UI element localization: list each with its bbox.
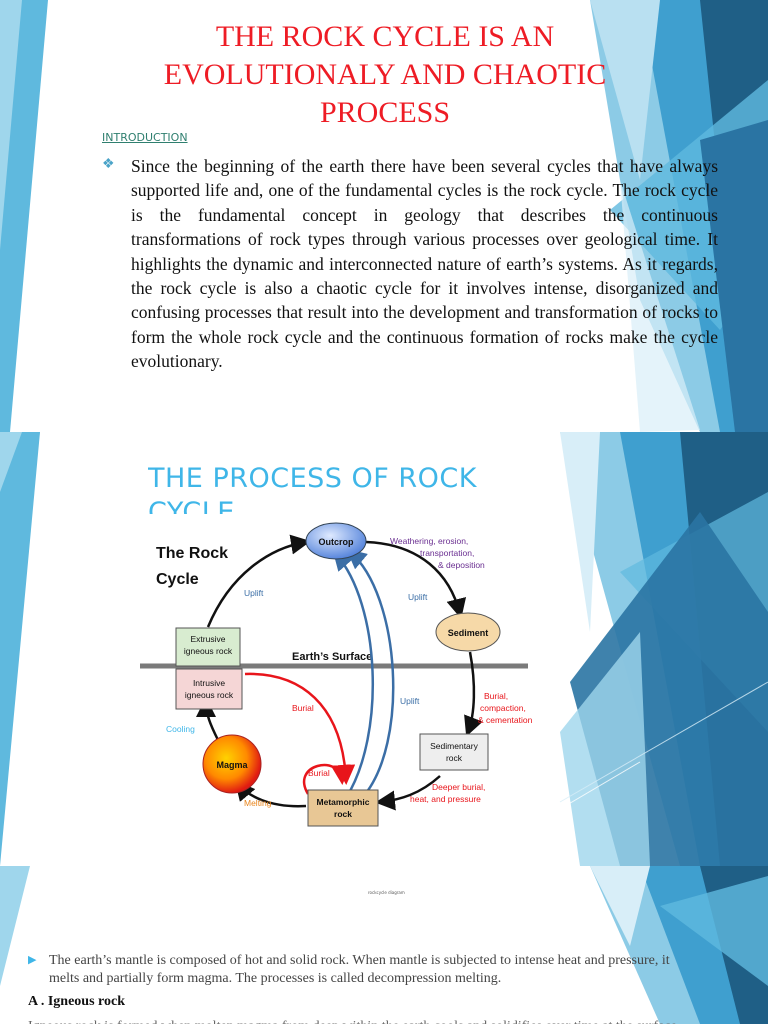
arrow-deeper-burial xyxy=(375,775,441,811)
slide-decoration xyxy=(0,432,768,866)
uplift-mid-label: Uplift xyxy=(408,592,428,602)
diagram-heading-2: Cycle xyxy=(156,571,199,588)
intrusive-label: Intrusive xyxy=(193,678,225,688)
melting-label: Melting xyxy=(244,798,272,808)
slide-rock-cycle-process: THE PROCESS OF ROCK CYCLE The Rock Cycle… xyxy=(0,432,768,866)
arrow-burial-loop xyxy=(302,763,351,795)
arrow-weathering xyxy=(365,540,467,619)
extrusive-node xyxy=(175,627,241,667)
extrusive-label: Extrusive xyxy=(191,634,226,644)
outcrop-node xyxy=(305,522,367,560)
intrusive-node xyxy=(175,668,243,710)
uplift-inner-label: Uplift xyxy=(400,696,420,706)
slide-title: THE ROCK CYCLE IS AN EVOLUTIONALY AND CH… xyxy=(163,20,607,129)
deeper-burial-label: Deeper burial, xyxy=(432,782,485,792)
triangle-bullet-icon: ▶ xyxy=(28,954,37,966)
burial-compaction-label: Burial, xyxy=(484,691,508,701)
introduction-paragraph: Since the beginning of the earth there h… xyxy=(131,156,718,372)
sediment-label: Sediment xyxy=(448,628,489,638)
arrow-uplift-to-outcrop xyxy=(206,534,311,628)
mantle-paragraph: The earth’s mantle is composed of hot an… xyxy=(49,953,670,986)
sedimentary-label-2: rock xyxy=(446,753,463,763)
burial-compaction-label-2: compaction, xyxy=(480,703,526,713)
slide-decoration xyxy=(0,866,768,1024)
metamorphic-label-2: rock xyxy=(334,809,352,819)
slide-title: THE PROCESS OF ROCK CYCLE xyxy=(148,463,477,514)
slide-igneous-rock: rockcycle diagram ▶ The earth’s mantle i… xyxy=(0,866,768,1024)
sedimentary-node xyxy=(419,733,489,771)
metamorphic-node xyxy=(307,789,379,827)
earth-surface-label: Earth’s Surface xyxy=(292,651,372,663)
arrow-burial-compaction xyxy=(464,651,483,737)
cooling-label: Cooling xyxy=(166,724,195,734)
diagram-heading: The Rock xyxy=(156,545,228,562)
metamorphic-label: Metamorphic xyxy=(317,797,370,807)
extrusive-label-2: igneous rock xyxy=(184,646,233,656)
introduction-link[interactable]: INTRODUCTION xyxy=(102,131,188,144)
slide-introduction: THE ROCK CYCLE IS AN EVOLUTIONALY AND CH… xyxy=(0,0,768,432)
igneous-paragraph-clipped: Igneous rock is formed when molten magma… xyxy=(28,1018,728,1024)
uplift-left-label: Uplift xyxy=(244,588,264,598)
magma-label: Magma xyxy=(216,760,248,770)
outcrop-label: Outcrop xyxy=(319,537,355,547)
deeper-burial-label-2: heat, and pressure xyxy=(410,794,481,804)
burial-compaction-label-3: & cementation xyxy=(478,715,533,725)
arrow-uplift-metamorphic xyxy=(332,550,374,799)
weathering-label-3: & deposition xyxy=(438,560,485,570)
weathering-label-2: transportation, xyxy=(420,548,474,558)
burial-red-label: Burial xyxy=(292,703,314,713)
magma-node xyxy=(202,734,262,794)
weathering-label: Weathering, erosion, xyxy=(390,536,468,546)
slide-decoration xyxy=(0,0,768,432)
diamond-bullet-icon: ❖ xyxy=(102,157,115,172)
arrow-uplift-inner xyxy=(346,548,395,799)
intrusive-label-2: igneous rock xyxy=(185,690,234,700)
igneous-heading: A . Igneous rock xyxy=(28,994,125,1009)
sediment-node xyxy=(435,612,501,652)
image-caption: rockcycle diagram xyxy=(368,890,405,895)
burial-loop-label: Burial xyxy=(308,768,330,778)
rock-cycle-diagram: The Rock Cycle Earth’s Surface Outcrop S… xyxy=(140,522,533,827)
arrow-burial-red xyxy=(244,672,356,785)
sedimentary-label: Sedimentary xyxy=(430,741,478,751)
